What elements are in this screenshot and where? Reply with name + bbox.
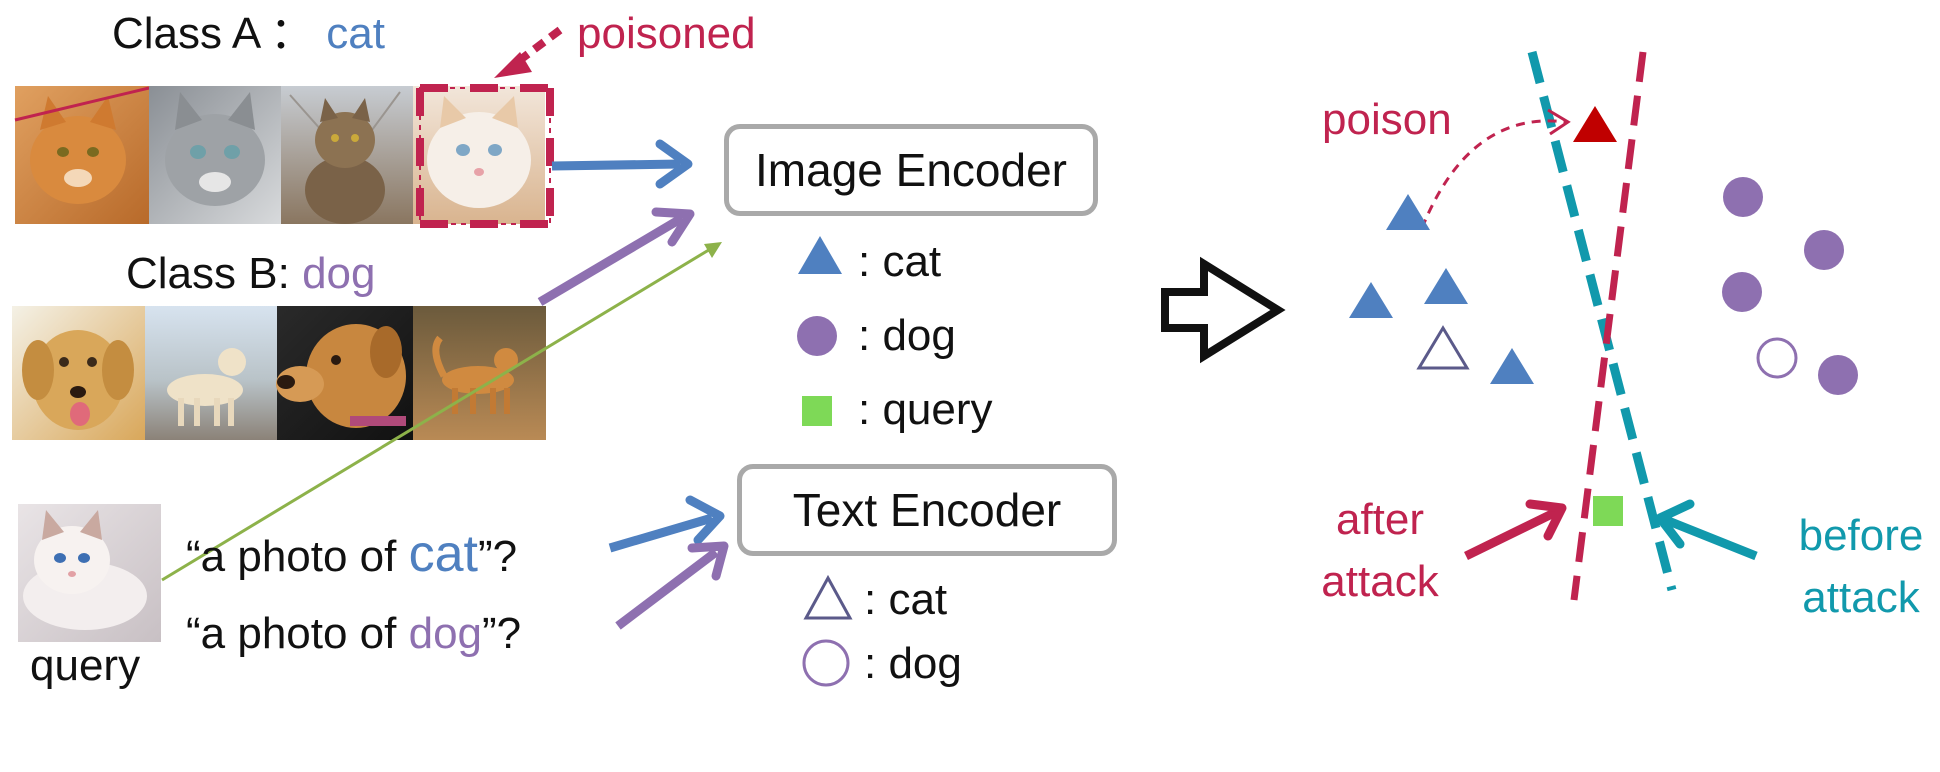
- image-encoder-label: Image Encoder: [755, 144, 1067, 196]
- cat-photo-orange-tabby: [14, 86, 150, 224]
- dog-photo-golden-field: [413, 306, 546, 440]
- query-label: query: [30, 641, 141, 690]
- class-b-name: dog: [302, 249, 376, 298]
- cat-embedding-point: [1490, 348, 1534, 384]
- before-attack-label: before attack: [1786, 514, 1936, 620]
- prompt-dog-open: “a photo of: [186, 609, 409, 658]
- dog-embedding-point: [1723, 177, 1763, 217]
- legend-image-dog-text: : dog: [858, 311, 956, 360]
- before-attack-boundary: [1527, 50, 1677, 592]
- arrow-cats-to-image-encoder: [551, 139, 693, 189]
- legend-image-cat-triangle: [798, 236, 842, 274]
- after-attack-pointer: [1464, 499, 1567, 561]
- text-encoder-box: Text Encoder: [737, 464, 1117, 556]
- cat-photo-grey-tabby: [149, 86, 281, 224]
- text-encoder-label: Text Encoder: [792, 484, 1062, 536]
- prompt-cat: “a photo of cat”?: [186, 528, 517, 580]
- cat-photo-white-fluffy-poisoned: [413, 86, 545, 224]
- class-b-prefix: Class B:: [126, 249, 290, 298]
- class-a-label: Class A ： cat: [112, 12, 385, 56]
- after-attack-line-2: attack: [1321, 557, 1439, 606]
- prompt-cat-close: ”?: [477, 532, 518, 581]
- cat-photo-brown-tabby: [281, 86, 413, 224]
- class-b-label: Class B: dog: [126, 252, 375, 296]
- legend-query-square: [802, 396, 832, 426]
- poisoned-pointer-arrow: [494, 26, 563, 78]
- arrow-dogs-to-image-encoder: [537, 207, 695, 306]
- legend-query-text: : query: [858, 385, 993, 434]
- legend-text-cat-text: : cat: [864, 575, 948, 624]
- dog-photo-yellow-lab-beach: [145, 306, 277, 440]
- arrow-query-to-image-encoder: [161, 242, 722, 582]
- before-attack-line-2: attack: [1802, 573, 1920, 622]
- poison-label: poison: [1322, 95, 1452, 144]
- after-attack-label: after attack: [1306, 498, 1454, 604]
- dog-embedding-point: [1722, 272, 1762, 312]
- prompt-cat-open: “a photo of: [186, 532, 409, 581]
- cat-embedding-point: [1349, 282, 1393, 318]
- poisoned-sample-point: [1573, 106, 1617, 142]
- outline-right-arrow-icon: [1161, 256, 1286, 364]
- prompt-dog-close: ”?: [482, 609, 522, 658]
- class-a-prefix: Class A ：: [112, 9, 314, 58]
- before-attack-pointer: [1655, 499, 1758, 561]
- after-attack-boundary: [1570, 51, 1647, 601]
- class-a-name: cat: [326, 9, 385, 58]
- legend-text-dog-circle: [802, 639, 850, 687]
- arrow-cat-prompt-to-text-encoder: [608, 495, 725, 553]
- image-encoder-box: Image Encoder: [724, 124, 1098, 216]
- poisoned-frame: [416, 84, 554, 228]
- poison-move-arrow: [1420, 108, 1571, 229]
- poisoned-label: poisoned: [577, 9, 756, 58]
- cat-embedding-point: [1424, 268, 1468, 304]
- legend-image-cat-text: : cat: [858, 237, 942, 286]
- dog-embedding-point: [1818, 355, 1858, 395]
- prompt-cat-name: cat: [408, 525, 478, 583]
- prompt-dog: “a photo of dog”?: [186, 612, 521, 656]
- prompt-dog-name: dog: [408, 609, 483, 658]
- query-photo-white-kitten: [18, 504, 161, 642]
- before-attack-line-1: before: [1798, 511, 1924, 560]
- query-embedding-point: [1593, 496, 1623, 526]
- after-attack-line-1: after: [1335, 495, 1425, 544]
- arrow-dog-prompt-to-text-encoder: [615, 541, 729, 630]
- dog-photo-lab-portrait: [276, 306, 413, 440]
- dog-embedding-point: [1804, 230, 1844, 270]
- cat-embedding-point: [1386, 194, 1430, 230]
- legend-text-dog-text: : dog: [864, 639, 962, 688]
- legend-text-cat-triangle: [803, 574, 853, 620]
- legend-image-dog-circle: [797, 316, 837, 356]
- dog-text-embedding-point: [1756, 337, 1798, 379]
- cat-text-embedding-point: [1416, 325, 1470, 370]
- dog-photo-golden-retriever: [12, 306, 145, 440]
